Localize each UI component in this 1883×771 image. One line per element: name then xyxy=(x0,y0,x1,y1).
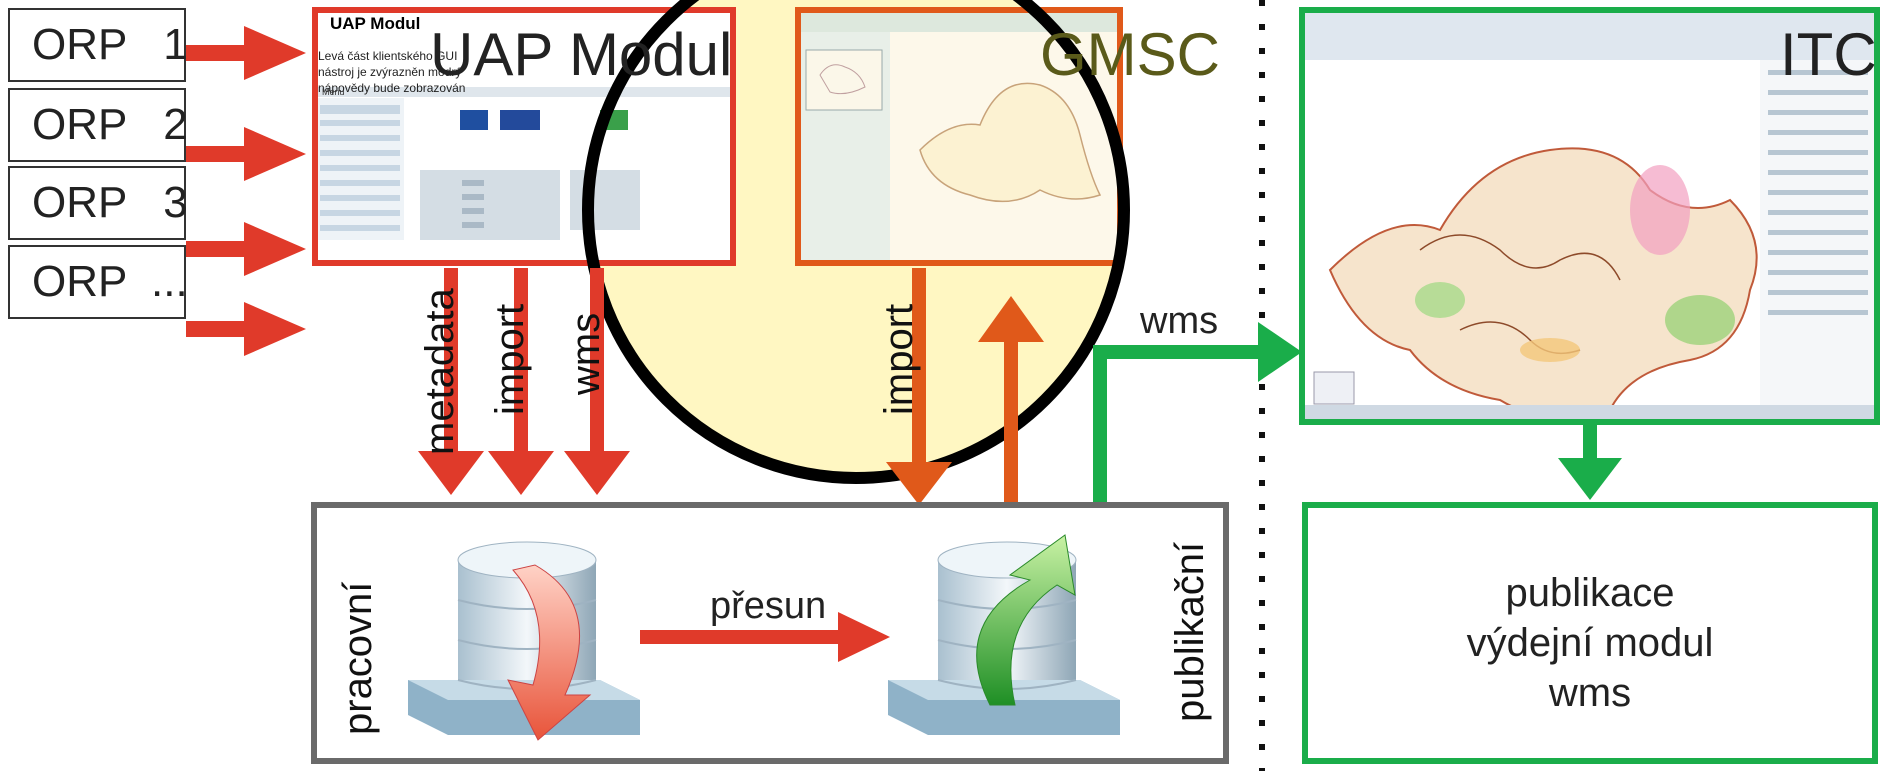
presun-label: přesun xyxy=(710,585,827,627)
gmsc-import-label: import xyxy=(877,303,921,415)
orp-box-more: ORP ... xyxy=(8,245,188,319)
itc-screenshot xyxy=(1299,7,1880,425)
uap-small-title: UAP Modul xyxy=(330,14,421,33)
publikace-box xyxy=(1302,502,1878,764)
gmsc-title: GMSC xyxy=(1040,21,1220,88)
gmsc-up-arrow xyxy=(978,296,1044,535)
orp-arrows xyxy=(186,26,306,356)
orp-box-3: ORP 3 xyxy=(8,166,188,240)
gmsc-circle-outline xyxy=(582,0,1130,484)
wms-label: wms xyxy=(564,312,608,395)
db-pracovni xyxy=(408,541,640,741)
publikace-line-3: wms xyxy=(1548,671,1632,715)
uap-text-line-1: Levá část klientského GUI xyxy=(318,49,458,63)
uap-text: Levá část klientského GUI nástroj je zvý… xyxy=(318,48,465,96)
metadata-label: metadata xyxy=(418,288,462,455)
presun-arrow xyxy=(640,612,890,662)
publikace-line-2: výdejní modul xyxy=(1466,621,1714,665)
orp-box-2: ORP 2 xyxy=(8,88,188,162)
import-label: import xyxy=(488,303,532,415)
itc-down-arrow xyxy=(1558,422,1622,500)
db-left-label: pracovní xyxy=(336,581,380,735)
uap-text-line-2: nástroj je zvýrazněn modrý xyxy=(318,65,462,79)
db-right-label: publikační xyxy=(1168,541,1212,722)
orp-box-1: ORP 1 xyxy=(8,8,188,82)
itc-title: ITC xyxy=(1780,21,1877,88)
uap-menu-label: Menu xyxy=(322,87,345,97)
uap-down-arrows xyxy=(418,268,630,495)
gmsc-import-arrow xyxy=(886,268,952,505)
wms-green-arrow xyxy=(1093,322,1302,525)
publikace-line-1: publikace xyxy=(1505,571,1675,615)
uap-text-line-3: nápovědy bude zobrazován xyxy=(318,81,466,95)
publikace-text: publikace výdejní modul wms xyxy=(1305,568,1875,718)
db-publikacni xyxy=(888,534,1120,735)
uap-screenshot xyxy=(312,7,736,266)
uap-big-title: UAP Modul xyxy=(430,21,733,88)
itc-wms-label: wms xyxy=(1140,300,1219,342)
